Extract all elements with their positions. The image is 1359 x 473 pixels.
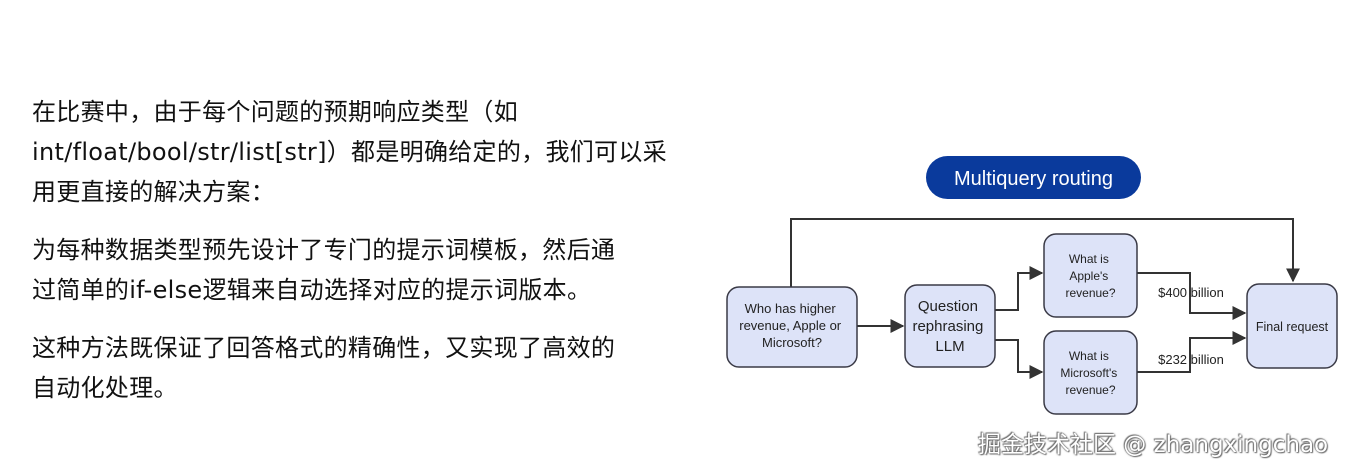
node-final: Final request xyxy=(1246,283,1338,369)
paragraph-3-line-1: 这种方法既保证了回答格式的精确性，又实现了高效的 xyxy=(32,334,616,362)
node-final-label: Final request xyxy=(1256,320,1329,334)
node-question-line-2: revenue, Apple or xyxy=(739,318,842,333)
node-rephrase-line-3: LLM xyxy=(935,338,964,355)
node-apple: What is Apple's revenue? xyxy=(1043,233,1138,318)
paragraph-1-line-3: 用更直接的解决方案： xyxy=(32,178,275,206)
node-apple-line-1: What is xyxy=(1069,252,1109,266)
node-question-line-3: Microsoft? xyxy=(762,335,822,350)
paragraph-2: 为每种数据类型预先设计了专门的提示词模板，然后通 过简单的if-else逻辑来自… xyxy=(32,230,682,310)
node-question-line-1: Who has higher xyxy=(745,301,837,316)
node-apple-label: What is Apple's revenue? xyxy=(1065,252,1115,300)
node-rephrase-box xyxy=(904,284,996,368)
paragraph-3-line-2: 自动化处理。 xyxy=(32,374,178,402)
node-microsoft-box xyxy=(1043,330,1138,415)
title-text: Multiquery routing xyxy=(954,168,1113,190)
node-apple-line-2: Apple's xyxy=(1069,269,1108,283)
node-question-box xyxy=(726,286,858,368)
paragraph-1-line-2: int/float/bool/str/list[str]）都是明确给定的，我们可… xyxy=(32,138,667,166)
diagram-title: Multiquery routing xyxy=(926,156,1141,199)
paragraph-2-line-1: 为每种数据类型预先设计了专门的提示词模板，然后通 xyxy=(32,236,616,264)
node-microsoft-line-3: revenue? xyxy=(1065,383,1115,397)
edge-label-apple: $400 billion xyxy=(1158,285,1224,300)
node-rephrase-line-1: Question xyxy=(918,298,978,315)
node-question: Who has higher revenue, Apple or Microso… xyxy=(726,286,858,368)
article-text: 在比赛中，由于每个问题的预期响应类型（如 int/float/bool/str/… xyxy=(32,92,682,426)
edge-question-to-final xyxy=(790,218,1300,287)
node-microsoft-line-2: Microsoft's xyxy=(1060,366,1117,380)
paragraph-1-line-1: 在比赛中，由于每个问题的预期响应类型（如 xyxy=(32,98,518,126)
watermark: 掘金技术社区 @ zhangxingchao xyxy=(978,432,1329,458)
title-pill xyxy=(926,156,1141,199)
paragraph-3: 这种方法既保证了回答格式的精确性，又实现了高效的 自动化处理。 xyxy=(32,328,682,408)
edge-rephrase-to-apple xyxy=(995,266,1044,311)
node-apple-box xyxy=(1043,233,1138,318)
edge-microsoft-to-final xyxy=(1137,331,1247,373)
paragraph-2-line-2: 过简单的if-else逻辑来自动选择对应的提示词版本。 xyxy=(32,276,592,304)
node-apple-line-3: revenue? xyxy=(1065,286,1115,300)
node-final-box xyxy=(1246,283,1338,369)
node-microsoft-line-1: What is xyxy=(1069,349,1109,363)
edge-rephrase-to-microsoft xyxy=(995,339,1044,379)
diagram-edges xyxy=(790,218,1300,379)
paragraph-1: 在比赛中，由于每个问题的预期响应类型（如 int/float/bool/str/… xyxy=(32,92,682,212)
node-question-label: Who has higher revenue, Apple or Microso… xyxy=(739,301,845,350)
node-microsoft: What is Microsoft's revenue? xyxy=(1043,330,1138,415)
node-microsoft-label: What is Microsoft's revenue? xyxy=(1060,349,1120,397)
node-rephrase-label: Question rephrasing LLM xyxy=(912,298,987,355)
node-rephrase: Question rephrasing LLM xyxy=(904,284,996,368)
edge-label-microsoft: $232 billion xyxy=(1158,352,1224,367)
node-rephrase-line-2: rephrasing xyxy=(912,318,983,335)
edge-apple-to-final xyxy=(1137,272,1247,320)
